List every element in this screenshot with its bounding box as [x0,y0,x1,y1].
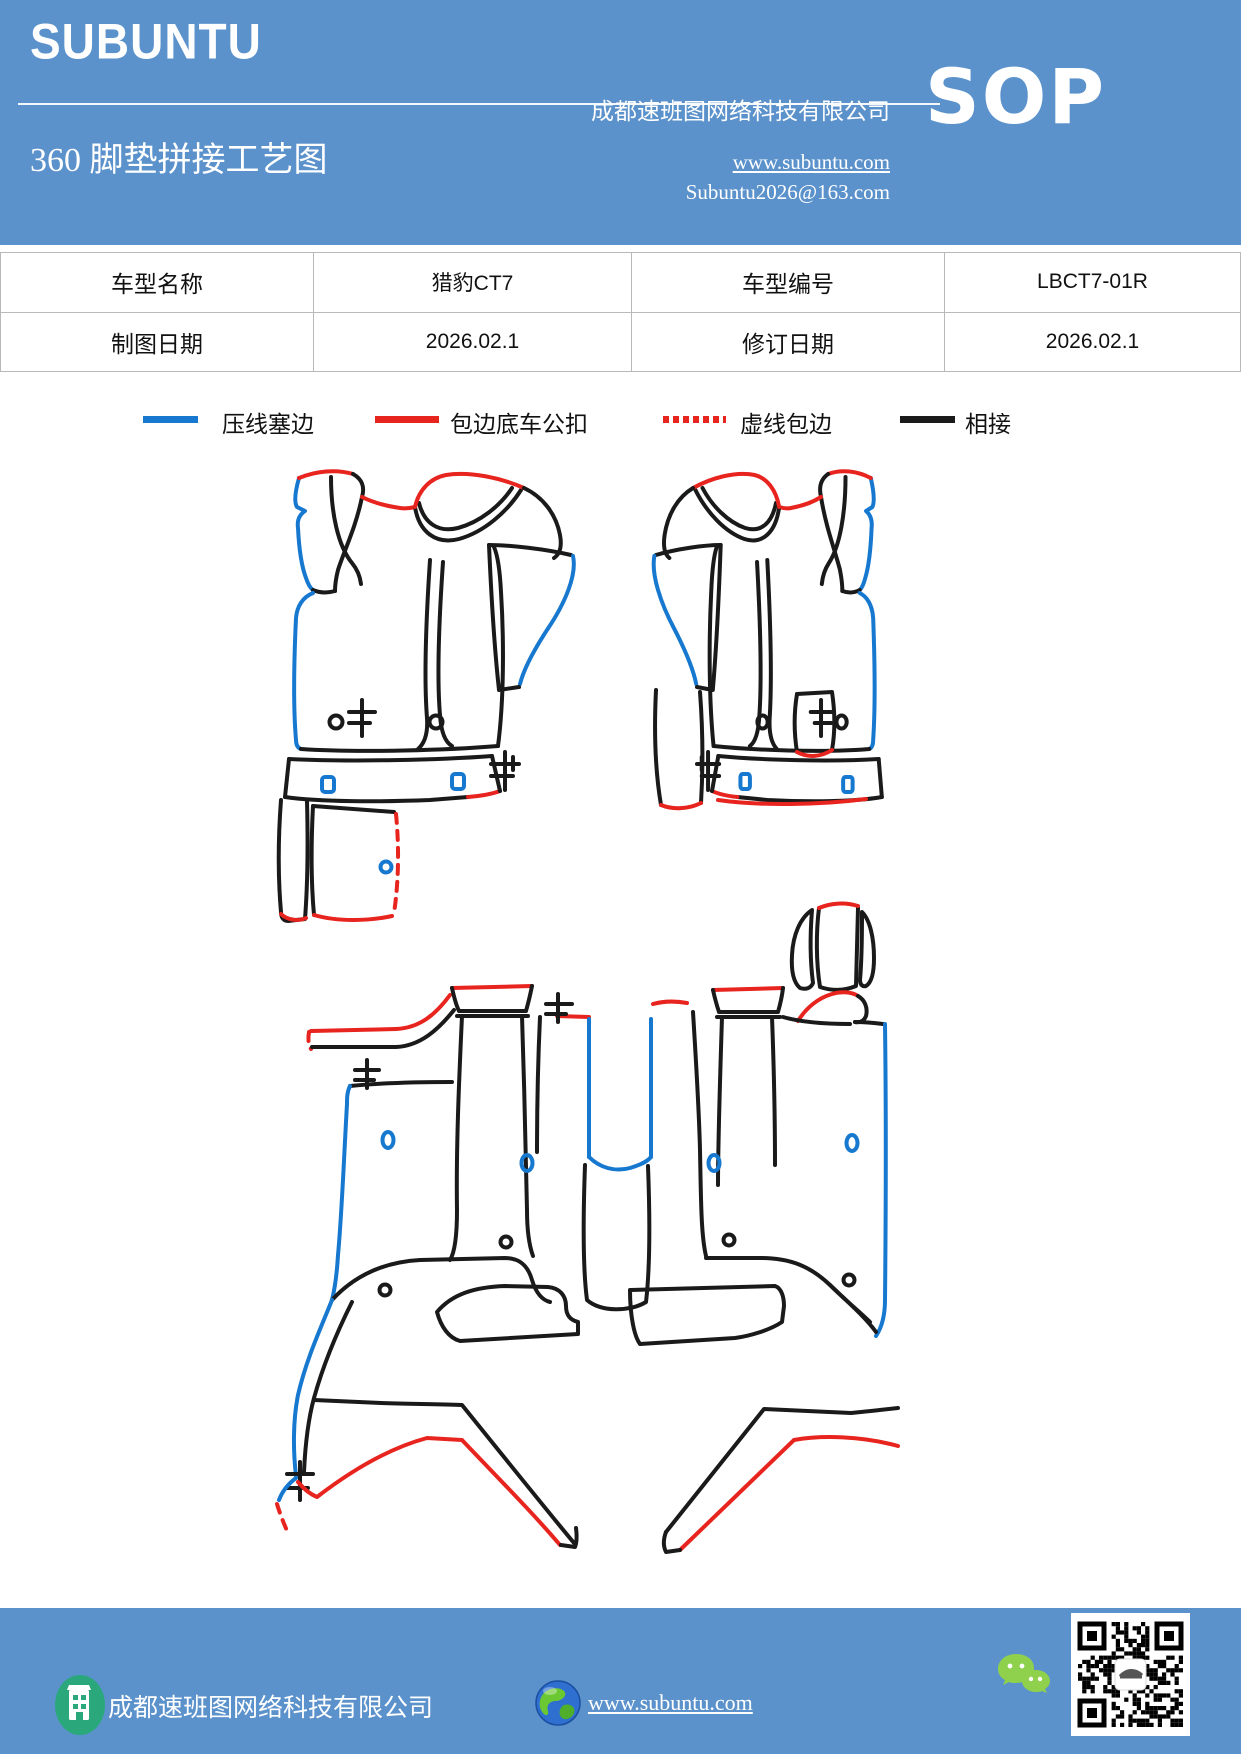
header-band [0,0,1241,245]
table-row: 制图日期 2026.02.1 修订日期 2026.02.1 [0,311,1241,372]
header-company-name: 成都速班图网络科技有限公司 [591,99,890,124]
header-divider [18,103,940,105]
draw-date-label: 制图日期 [0,311,314,372]
front-left-mat [279,469,576,921]
draw-date-value: 2026.02.1 [313,311,632,372]
header-website-link[interactable]: www.subuntu.com [732,150,890,174]
model-name-value: 猎豹CT7 [313,252,632,313]
model-code-value: LBCT7-01R [944,252,1241,313]
wechat-icon [998,1654,1050,1693]
legend-swatch-red [375,416,439,423]
sop-badge: SOP [925,52,1107,141]
pattern-diagram [230,469,900,1570]
rear-mat-set [277,904,898,1552]
brand-logo: SUBUNTU [30,12,262,70]
front-right-mat [651,469,884,808]
legend-label: 相接 [965,412,1011,437]
model-name-label: 车型名称 [0,252,314,313]
footer-website-link[interactable]: www.subuntu.com [588,1690,753,1715]
legend-label: 虚线包边 [740,412,832,437]
page-title: 360 脚垫拼接工艺图 [30,142,328,179]
globe-icon [535,1680,581,1726]
legend-swatch-red-dashed [663,416,726,423]
vehicle-info-table: 车型名称 猎豹CT7 车型编号 LBCT7-01R 制图日期 2026.02.1… [0,252,1241,372]
footer-company-name: 成都速班图网络科技有限公司 [108,1695,434,1722]
legend-swatch-black [900,416,955,423]
legend-label: 包边底车公扣 [450,412,588,437]
revise-date-label: 修订日期 [631,311,945,372]
revise-date-value: 2026.02.1 [944,311,1241,372]
qr-code [1071,1613,1190,1736]
legend-swatch-blue [143,416,198,423]
model-code-label: 车型编号 [631,252,945,313]
building-icon [55,1675,105,1735]
header-email: Subuntu2026@163.com [685,180,890,204]
legend-label: 压线塞边 [222,412,314,437]
table-row: 车型名称 猎豹CT7 车型编号 LBCT7-01R [0,252,1241,313]
qr-center-logo [1114,1658,1147,1691]
footer-band [0,1608,1241,1754]
